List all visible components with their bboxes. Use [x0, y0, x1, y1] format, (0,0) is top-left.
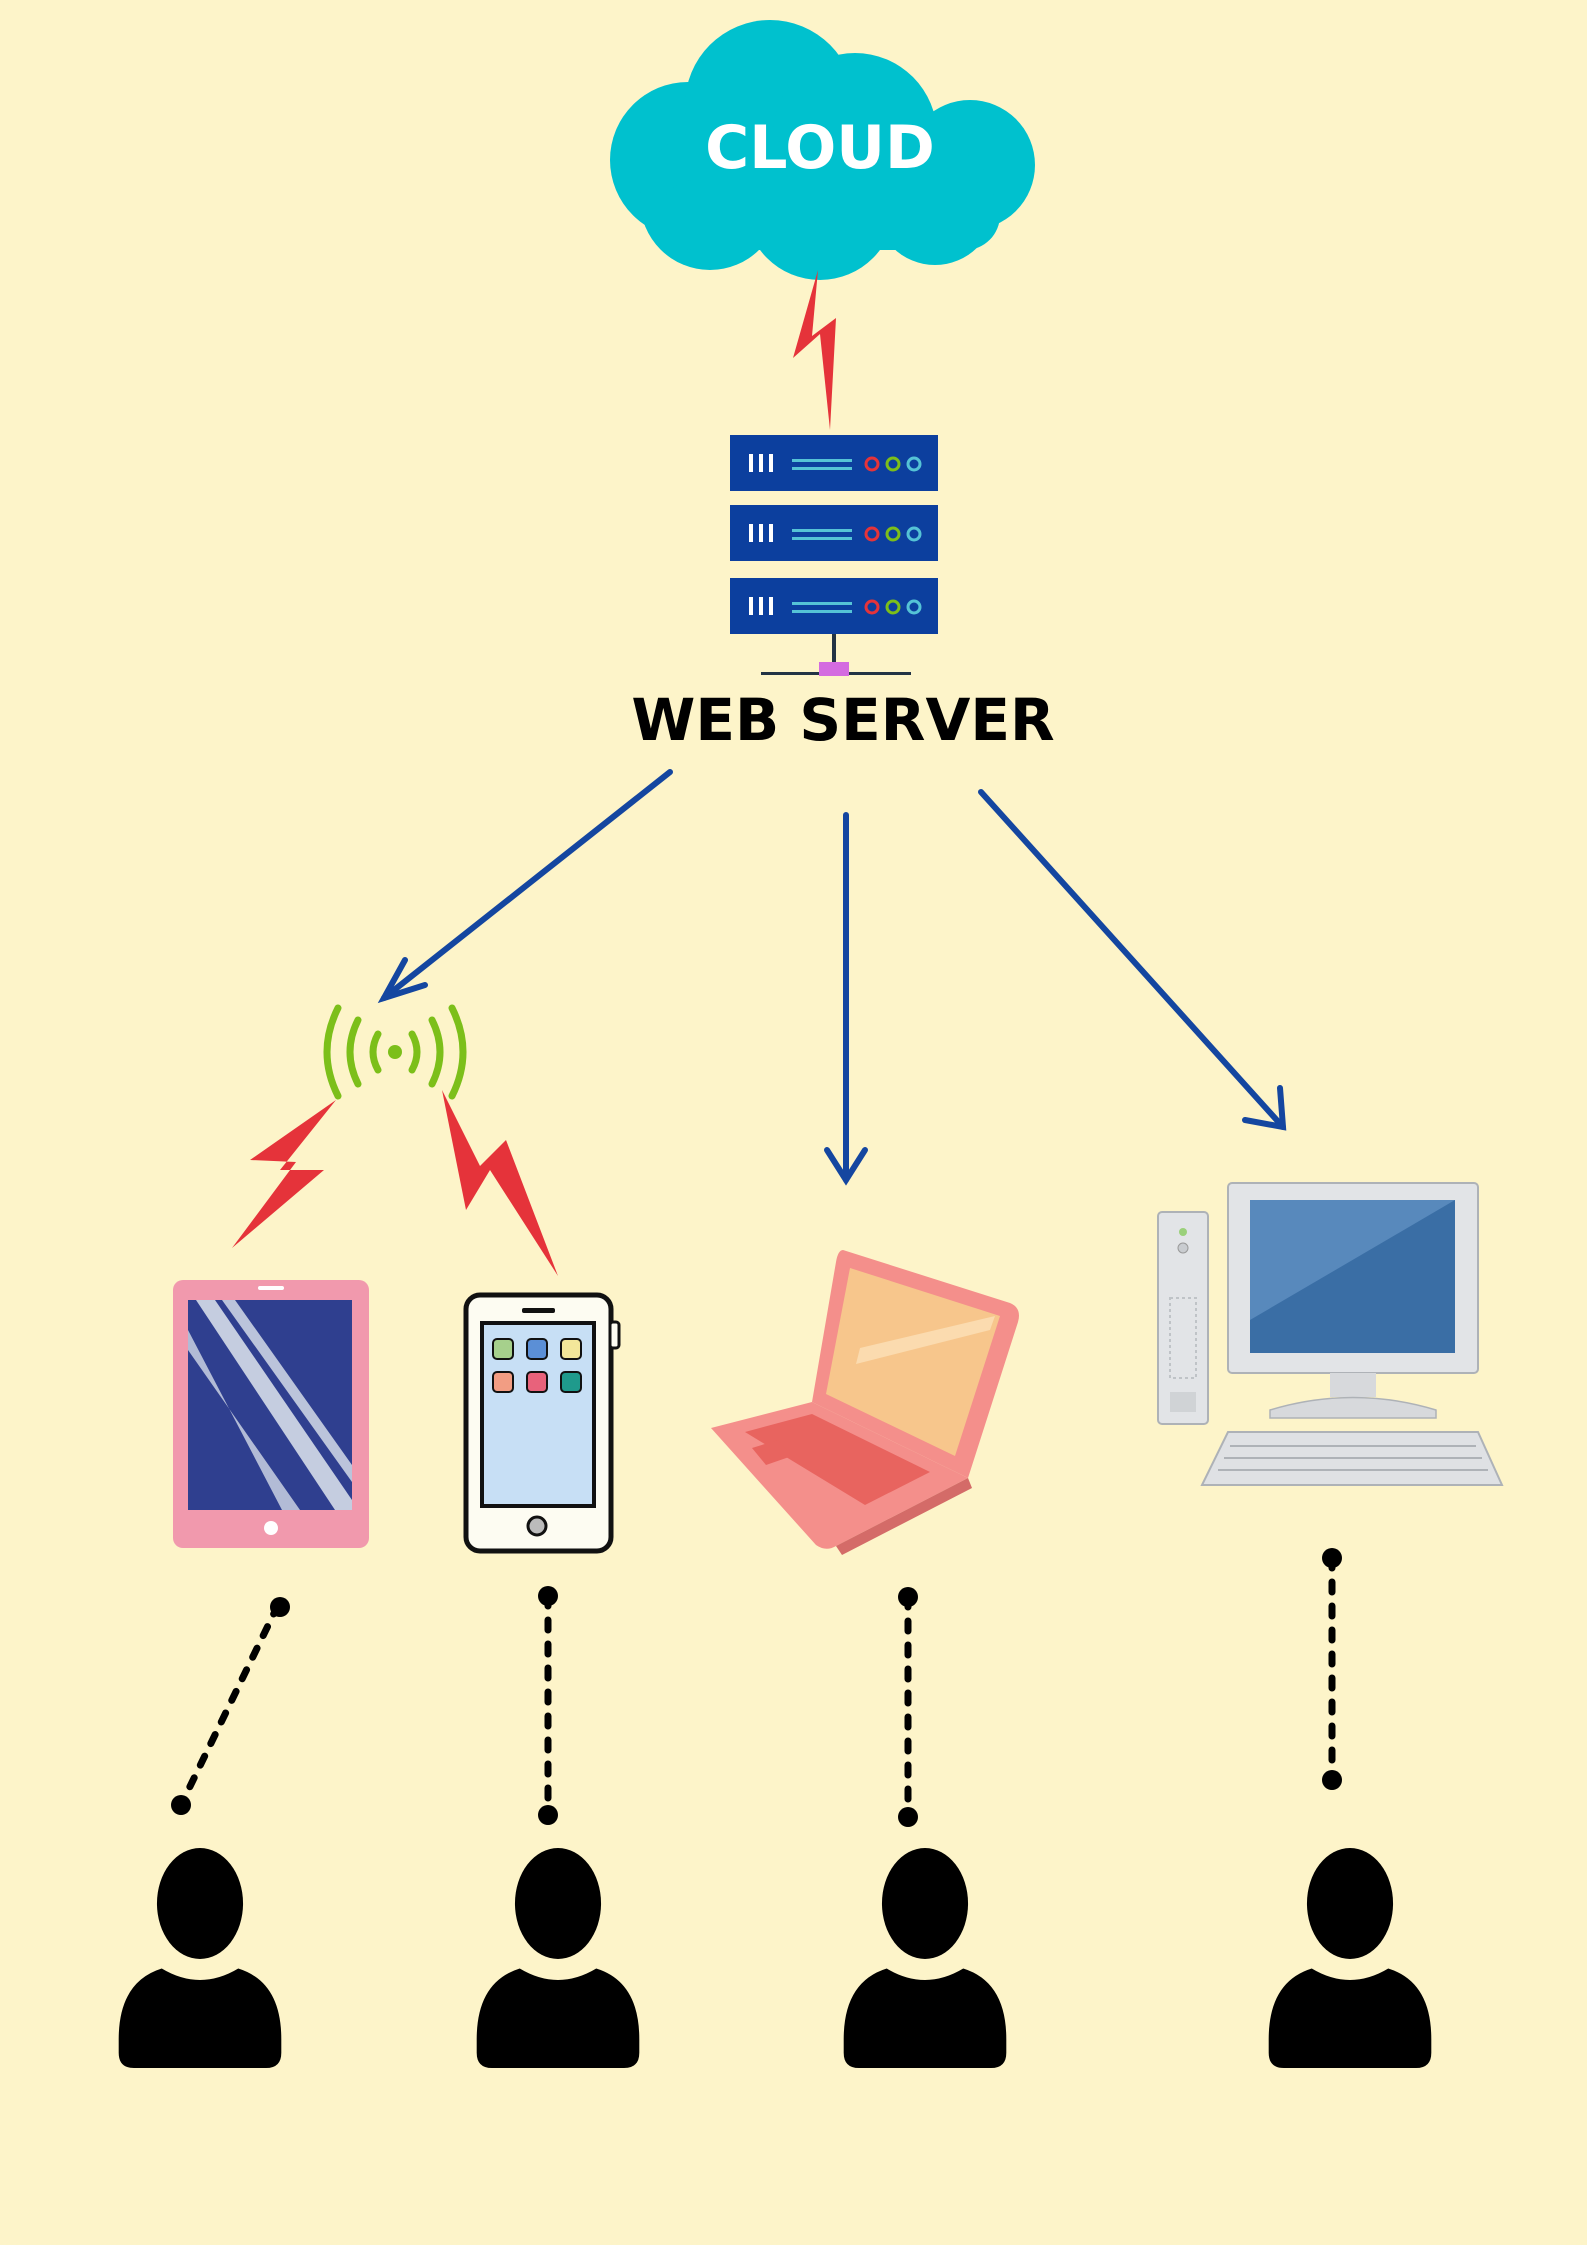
- laptop-node[interactable]: [711, 1250, 1019, 1555]
- dotted-tablet-user-1: [177, 1601, 282, 1809]
- desktop-node[interactable]: [1157, 1182, 1504, 1486]
- user-icon[interactable]: [118, 1848, 282, 2068]
- cloud-node[interactable]: CLOUD: [610, 20, 1035, 280]
- desktop-computer-icon: [1157, 1182, 1504, 1486]
- user-icon[interactable]: [476, 1848, 640, 2068]
- wifi-signal-icon: [323, 1004, 467, 1100]
- server-unit: [730, 435, 938, 491]
- arrow-server-desktop-head: [1242, 1085, 1287, 1131]
- lightning-wifi-phone: [442, 1090, 558, 1276]
- user-icon[interactable]: [1268, 1848, 1432, 2068]
- wifi-node[interactable]: [323, 1004, 467, 1100]
- arrow-server-wifi: [381, 769, 673, 1001]
- cloud-icon: [610, 20, 1035, 280]
- server-links: [377, 769, 1287, 1186]
- laptop-icon: [711, 1250, 1019, 1555]
- user-icon[interactable]: [843, 1848, 1007, 2068]
- web-server-node[interactable]: WEB SERVER: [631, 435, 1055, 754]
- server-unit: [730, 578, 938, 634]
- web-server-label: WEB SERVER: [631, 686, 1054, 754]
- smartphone-icon: [463, 1292, 621, 1554]
- arrow-server-laptop-head: [824, 1147, 868, 1186]
- lightning-server-cloud: [793, 270, 836, 430]
- arrow-server-desktop: [978, 789, 1286, 1130]
- tablet-icon: [173, 1280, 369, 1548]
- server-rack-icon: [730, 435, 938, 676]
- server-unit: [730, 505, 938, 561]
- arrow-server-wifi-head: [377, 957, 428, 1004]
- user-links: [171, 1548, 1342, 1827]
- lightning-wifi-tablet: [232, 1100, 336, 1248]
- smartphone-node[interactable]: [463, 1292, 621, 1554]
- tablet-node[interactable]: [173, 1280, 369, 1548]
- cloud-label: CLOUD: [705, 113, 935, 183]
